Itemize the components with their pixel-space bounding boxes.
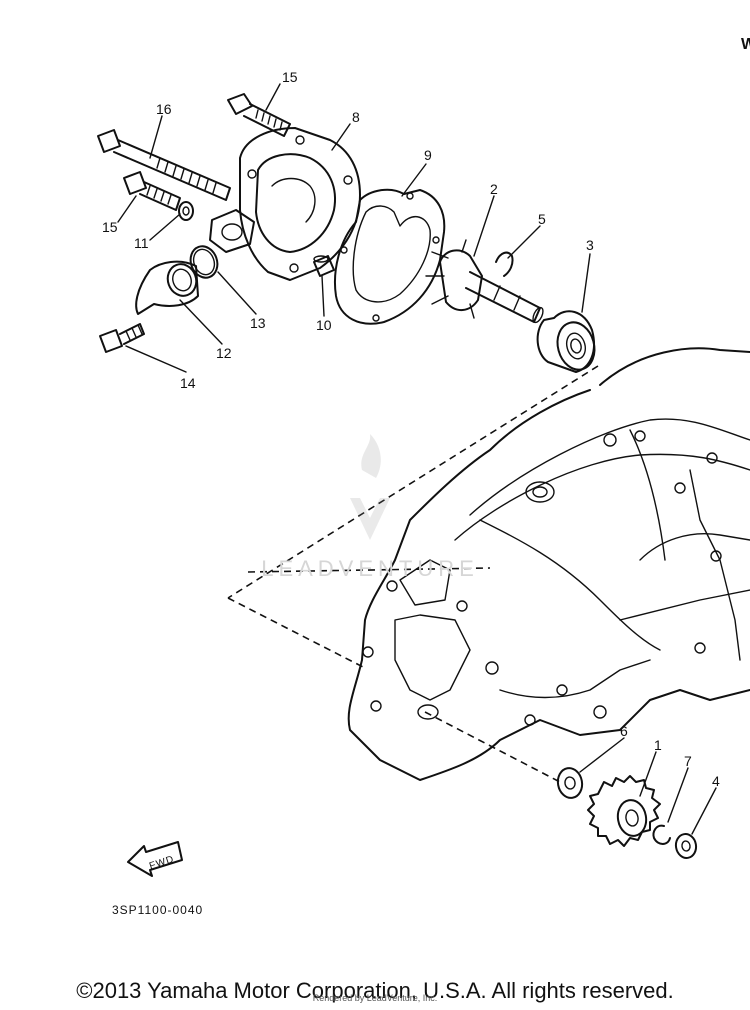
callout-15-upper: 15 bbox=[282, 69, 298, 85]
callout-6: 6 bbox=[620, 723, 628, 739]
fwd-arrow: FWD bbox=[127, 841, 183, 877]
part-3-bearing bbox=[536, 310, 596, 373]
part-12-elbow bbox=[135, 260, 199, 315]
fwd-label: FWD bbox=[148, 854, 176, 872]
callout-10: 10 bbox=[316, 317, 332, 333]
part-15-bolt-lower bbox=[123, 171, 181, 211]
copyright-notice: ©2013 Yamaha Motor Corporation, U.S.A. A… bbox=[76, 978, 674, 1003]
callout-1: 1 bbox=[654, 737, 662, 753]
part-10-dowel-pin bbox=[313, 255, 335, 277]
callout-8: 8 bbox=[352, 109, 360, 125]
callout-14: 14 bbox=[180, 375, 196, 391]
part-14-bolt bbox=[99, 323, 145, 353]
callout-3: 3 bbox=[586, 237, 594, 253]
callout-12: 12 bbox=[216, 345, 232, 361]
part-9-gasket bbox=[334, 188, 446, 325]
part-16-long-bolt bbox=[97, 129, 231, 201]
part-13-o-ring bbox=[189, 245, 219, 279]
corner-glyph: W bbox=[741, 36, 750, 53]
watermark-text: LEADVENTURE bbox=[261, 556, 479, 581]
diagram-code: 3SP1100-0040 bbox=[112, 903, 203, 917]
callout-7: 7 bbox=[684, 753, 692, 769]
part-4-washer bbox=[674, 833, 698, 859]
part-6-washer bbox=[556, 767, 584, 799]
callout-15-lower: 15 bbox=[102, 219, 118, 235]
callout-13: 13 bbox=[250, 315, 266, 331]
callouts: 15 16 8 9 2 5 3 15 11 13 10 12 14 6 1 7 … bbox=[102, 69, 720, 789]
callout-5: 5 bbox=[538, 211, 546, 227]
part-15-bolt-upper bbox=[227, 93, 291, 137]
leader-lines bbox=[117, 83, 717, 835]
callout-4: 4 bbox=[712, 773, 720, 789]
part-5-clip bbox=[495, 251, 514, 277]
watermark-emblem bbox=[350, 434, 390, 540]
callout-11: 11 bbox=[134, 235, 149, 251]
crankcase bbox=[347, 347, 750, 781]
part-7-circlip bbox=[652, 824, 671, 845]
rendered-by-notice: Rendered by LeadVenture, Inc. bbox=[312, 993, 438, 1003]
part-1-gear bbox=[587, 775, 661, 847]
callout-16: 16 bbox=[156, 101, 172, 117]
callout-2: 2 bbox=[490, 181, 498, 197]
part-2-impeller-shaft bbox=[425, 239, 544, 324]
callout-9: 9 bbox=[424, 147, 432, 163]
assembly-lines bbox=[227, 365, 599, 783]
part-11-washer bbox=[178, 201, 194, 221]
